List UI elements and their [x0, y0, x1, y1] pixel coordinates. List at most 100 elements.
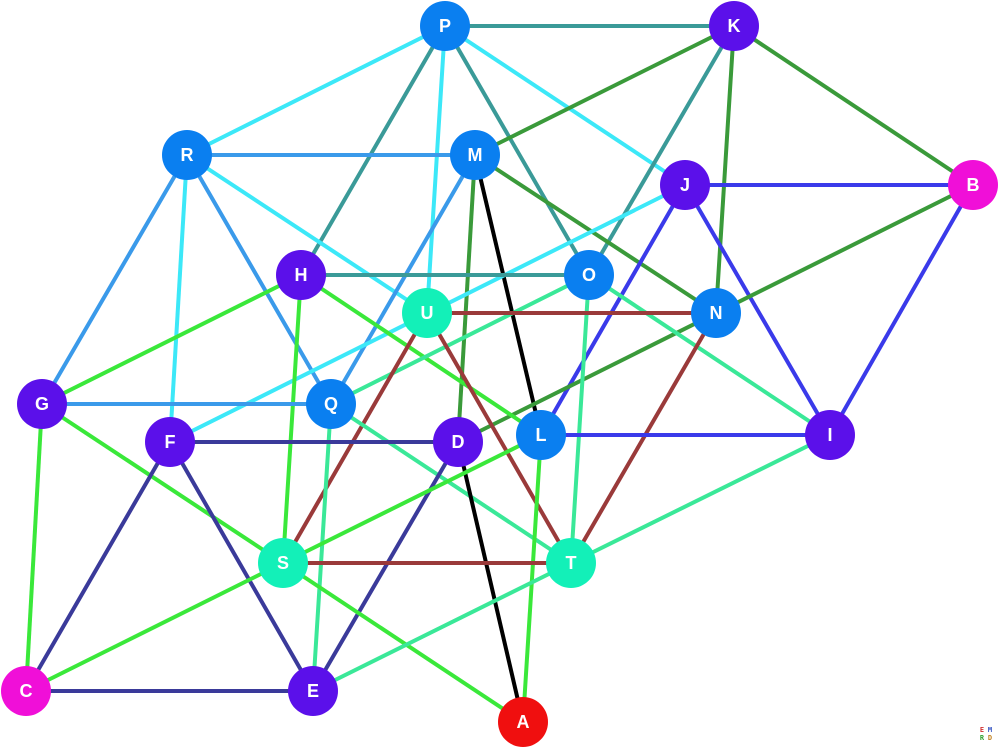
node-R[interactable]: R — [162, 130, 212, 180]
node-label: C — [20, 681, 33, 701]
node-circle[interactable] — [17, 379, 67, 429]
node-circle[interactable] — [546, 538, 596, 588]
node-label: T — [566, 553, 577, 573]
edge-K-N — [714, 25, 736, 314]
node-J[interactable]: J — [660, 160, 710, 210]
node-circle[interactable] — [450, 130, 500, 180]
edge-O-Q — [330, 273, 590, 406]
node-circle[interactable] — [433, 417, 483, 467]
edge-M-L — [473, 154, 543, 436]
edge-G-S — [40, 402, 285, 565]
node-label: P — [439, 16, 451, 36]
node-label: M — [468, 145, 483, 165]
node-U[interactable]: U — [402, 288, 452, 338]
edge-S-A — [281, 561, 525, 724]
node-E[interactable]: E — [288, 666, 338, 716]
node-circle[interactable] — [145, 417, 195, 467]
node-label: H — [295, 265, 308, 285]
node-B[interactable]: B — [948, 160, 998, 210]
node-F[interactable]: F — [145, 417, 195, 467]
node-D[interactable]: D — [433, 417, 483, 467]
edge-I-T — [570, 433, 831, 565]
node-Q[interactable]: Q — [306, 379, 356, 429]
node-circle[interactable] — [288, 666, 338, 716]
edge-K-M — [474, 24, 735, 157]
node-label: G — [35, 394, 49, 414]
corner-logo-icon: E M R D — [978, 726, 994, 742]
node-A[interactable]: A — [498, 697, 548, 747]
node-label: U — [421, 303, 434, 323]
edge-Q-E — [311, 403, 333, 692]
edge-R-U — [185, 153, 429, 315]
node-G[interactable]: G — [17, 379, 67, 429]
node-M[interactable]: M — [450, 130, 500, 180]
node-S[interactable]: S — [258, 538, 308, 588]
node-label: E — [307, 681, 319, 701]
node-label: B — [967, 175, 980, 195]
node-circle[interactable] — [162, 130, 212, 180]
edge-G-C — [24, 403, 44, 692]
edge-L-S — [282, 433, 542, 565]
edge-R-F — [168, 154, 189, 443]
node-label: I — [827, 425, 832, 445]
node-label: L — [536, 425, 547, 445]
edge-Q-T — [329, 402, 573, 565]
node-N[interactable]: N — [691, 288, 741, 338]
node-label: F — [165, 432, 176, 452]
edge-layer — [24, 24, 975, 724]
logo-letter: M — [987, 726, 993, 734]
edge-R-Q — [185, 153, 333, 406]
node-K[interactable]: K — [709, 1, 759, 51]
node-circle[interactable] — [516, 410, 566, 460]
edge-L-A — [521, 434, 543, 723]
node-P[interactable]: P — [420, 1, 470, 51]
edge-J-I — [683, 183, 832, 437]
node-label: N — [710, 303, 723, 323]
logo-letter: R — [979, 734, 985, 742]
edge-N-T — [569, 311, 718, 565]
node-circle[interactable] — [258, 538, 308, 588]
node-label: S — [277, 553, 289, 573]
edge-S-C — [25, 561, 284, 693]
node-circle[interactable] — [948, 160, 998, 210]
edge-F-C — [24, 440, 172, 693]
logo-letter: D — [987, 734, 993, 742]
node-circle[interactable] — [660, 160, 710, 210]
node-circle[interactable] — [306, 379, 356, 429]
edge-U-T — [425, 312, 573, 564]
edge-P-H — [299, 24, 447, 277]
node-circle[interactable] — [1, 666, 51, 716]
node-circle[interactable] — [691, 288, 741, 338]
edge-K-O — [587, 24, 736, 277]
edge-O-I — [587, 273, 832, 437]
node-H[interactable]: H — [276, 250, 326, 300]
logo-letter: E — [979, 726, 985, 734]
node-circle[interactable] — [420, 1, 470, 51]
node-C[interactable]: C — [1, 666, 51, 716]
node-circle[interactable] — [276, 250, 326, 300]
node-circle[interactable] — [709, 1, 759, 51]
edge-H-L — [299, 273, 543, 437]
node-L[interactable]: L — [516, 410, 566, 460]
node-I[interactable]: I — [805, 410, 855, 460]
node-circle[interactable] — [402, 288, 452, 338]
node-O[interactable]: O — [564, 250, 614, 300]
edge-K-B — [732, 24, 975, 187]
edge-P-R — [186, 24, 446, 157]
node-circle[interactable] — [498, 697, 548, 747]
node-circle[interactable] — [564, 250, 614, 300]
node-label: K — [728, 16, 741, 36]
node-T[interactable]: T — [546, 538, 596, 588]
edge-P-J — [443, 24, 687, 187]
node-label: A — [517, 712, 530, 732]
edge-U-S — [281, 312, 429, 564]
edge-P-O — [443, 24, 591, 277]
node-circle[interactable] — [805, 410, 855, 460]
edge-D-E — [311, 440, 460, 693]
edge-B-I — [828, 184, 975, 436]
node-label: J — [680, 175, 690, 195]
edge-F-E — [168, 441, 315, 692]
node-label: O — [582, 265, 596, 285]
